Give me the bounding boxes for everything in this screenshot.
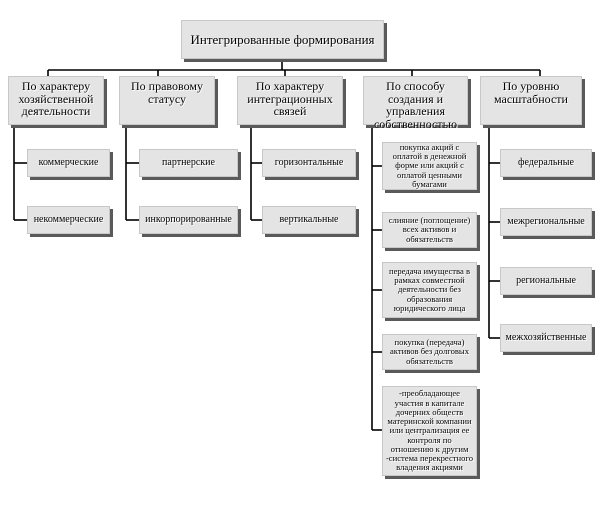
category-integration-links: По характеру интеграционных связей: [237, 76, 343, 125]
item-commercial: коммерческие: [27, 149, 110, 177]
item-federal: федеральные: [500, 149, 592, 177]
item-regional: региональные: [500, 267, 592, 295]
category-scale-level: По уровню масштабности: [480, 76, 582, 125]
category-ownership-method: По способу создания и управления собстве…: [363, 76, 468, 130]
item-asset-transfer: покупка (передача) активов без долговых …: [382, 334, 477, 370]
category-economic-activity: По характеру хозяйственной деятельности: [8, 76, 104, 125]
item-interregional: межрегиональные: [500, 208, 592, 236]
item-interfarm: межхозяйственные: [500, 324, 592, 352]
item-joint-activity: передача имущества в рамках совместной д…: [382, 262, 477, 318]
item-vertical: вертикальные: [262, 206, 356, 234]
item-merger: слияние (поглощение) всех активов и обяз…: [382, 212, 477, 248]
category-legal-status: По правовому статусу: [119, 76, 215, 125]
item-noncommercial: некоммерческие: [27, 206, 110, 234]
root-node: Интегрированные формирования: [181, 20, 384, 59]
item-share-purchase: покупка акций с оплатой в денежной форме…: [382, 142, 477, 190]
item-incorporated: инкорпорированные: [139, 206, 238, 234]
item-controlling-stake: -преобладающее участия в капитале дочерн…: [382, 386, 477, 476]
item-horizontal: горизонтальные: [262, 149, 356, 177]
item-partnership: партнерские: [139, 149, 238, 177]
